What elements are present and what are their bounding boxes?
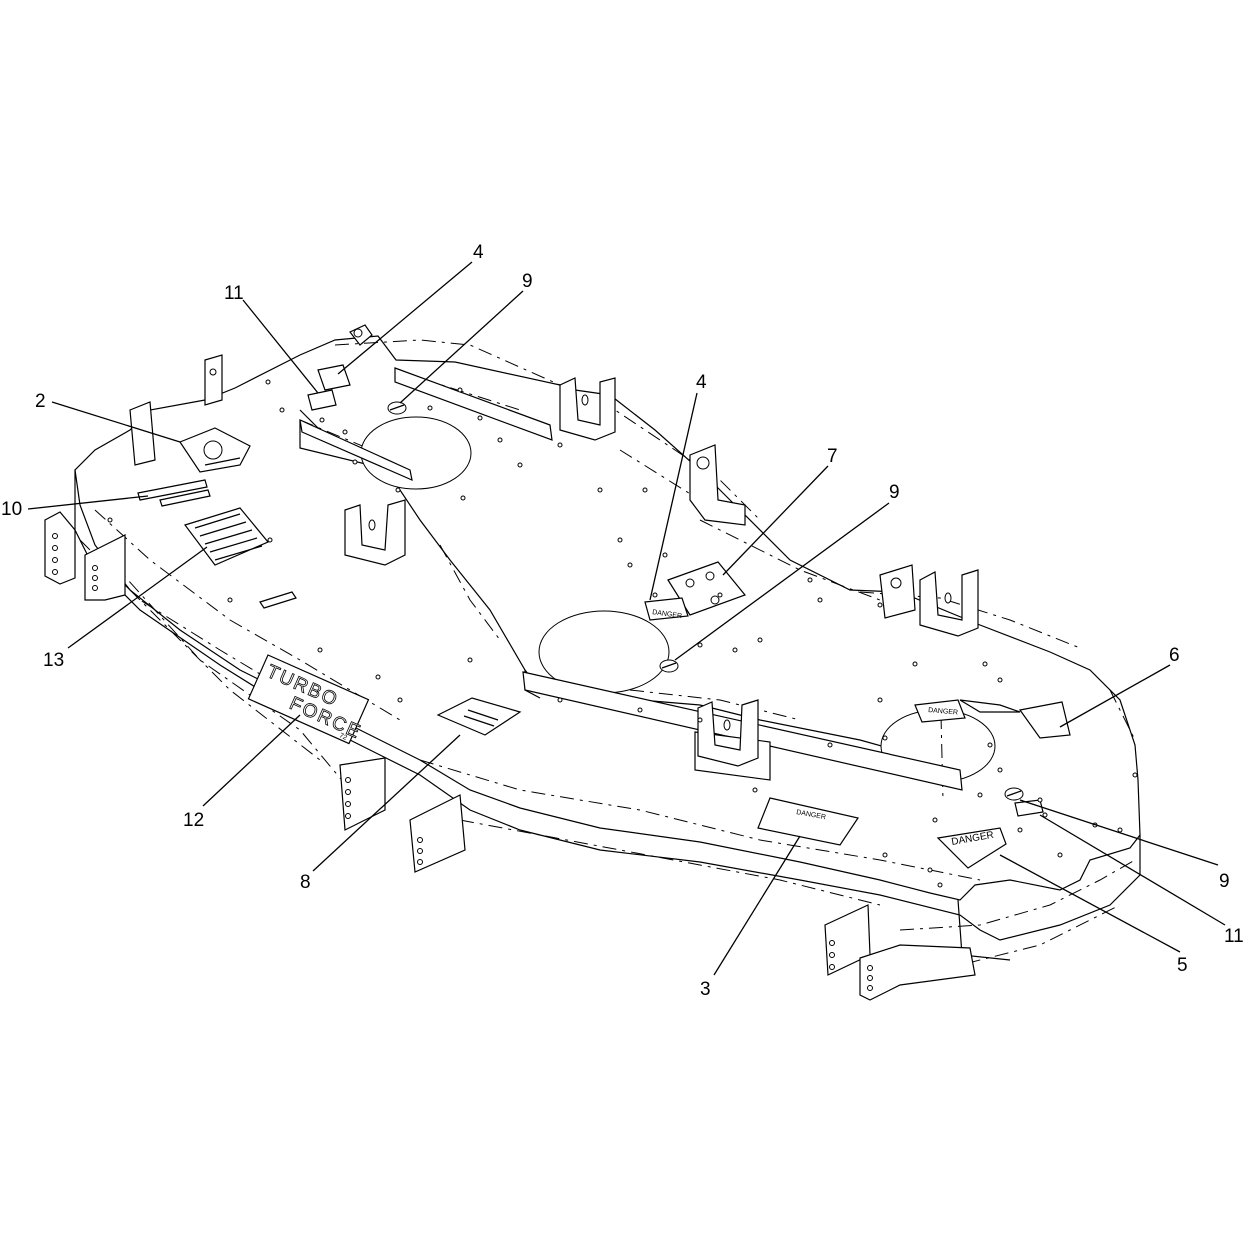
callout-labels: 4 9 11 4 7 9 2 10 13 6 12 8 3 9 11 5: [1, 242, 1244, 1000]
decal-12: TURBO FORCE 72: [247, 654, 370, 745]
callout-9-right: 9: [1219, 871, 1230, 892]
callout-3: 3: [700, 979, 711, 1000]
decal-4-b-text: DANGER: [652, 609, 683, 620]
callout-12: 12: [183, 810, 204, 831]
decals: DANGER TURBO FORCE 72 DANGER DANGER DANG…: [137, 364, 1044, 869]
decal-danger-right: [914, 699, 966, 723]
callout-8: 8: [300, 872, 311, 893]
height-adjust-plates: [44, 511, 976, 1001]
callout-4-top: 4: [473, 242, 484, 263]
callout-7: 7: [827, 446, 838, 467]
mounting-brackets: [129, 324, 979, 767]
callout-4-middle: 4: [696, 372, 707, 393]
decal-11-a: [307, 389, 337, 411]
callout-11-top: 11: [224, 283, 244, 304]
callout-11-right: 11: [1224, 926, 1244, 947]
callout-9-top: 9: [522, 271, 533, 292]
callout-10: 10: [1, 499, 22, 520]
decal-3: [757, 797, 859, 846]
decal-11-b: [1014, 799, 1044, 817]
decal-10: [137, 479, 208, 501]
brand-model: 72: [338, 732, 348, 742]
decal-8: [436, 697, 522, 736]
callout-13: 13: [43, 650, 64, 671]
fastener-holes: [107, 379, 1138, 888]
callout-6: 6: [1169, 645, 1180, 666]
callout-5: 5: [1177, 955, 1188, 976]
decal-danger-right-text: DANGER: [928, 707, 958, 717]
decal-4-b: [644, 597, 689, 621]
callout-2: 2: [35, 391, 46, 412]
callout-9-middle: 9: [889, 482, 900, 503]
leader-lines: [27, 261, 1226, 976]
decal-5: [936, 827, 1007, 869]
